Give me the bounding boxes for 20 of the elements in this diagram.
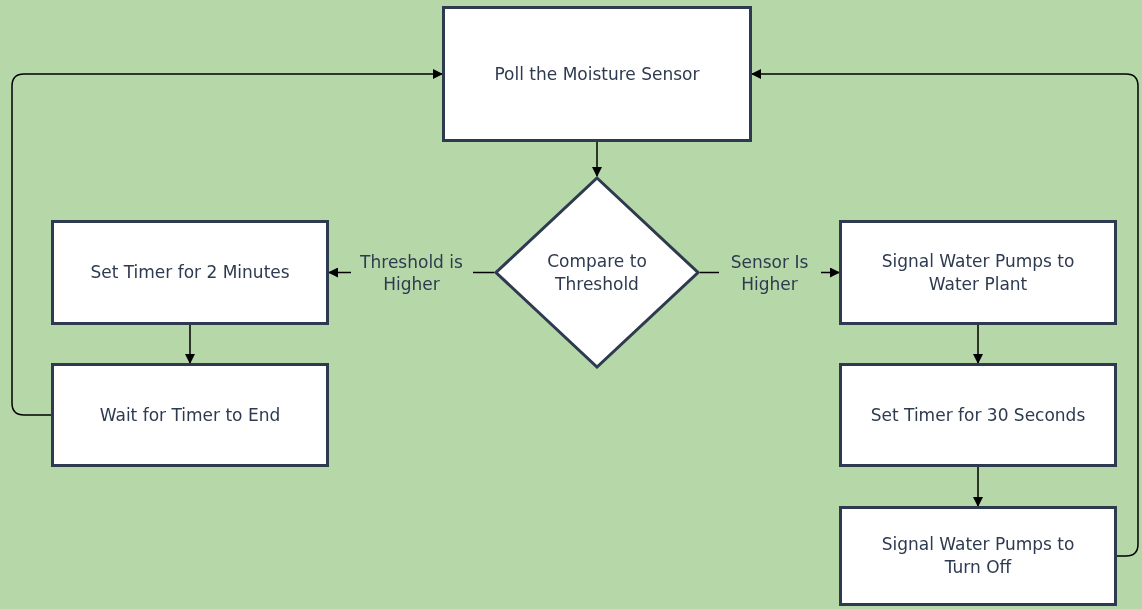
- arrow: [973, 466, 983, 507]
- process-box: [51, 220, 329, 325]
- node-text: Wait for Timer to End: [98, 403, 282, 427]
- node-text: Compare to Threshold: [546, 249, 648, 296]
- arrow: [973, 324, 983, 364]
- process-box: [839, 363, 1117, 467]
- node-text: Signal Water Pumps to Water Plant: [880, 249, 1076, 296]
- process-box: [442, 6, 752, 142]
- process-box: [51, 363, 329, 467]
- arrow: [185, 324, 195, 364]
- arrow: [592, 141, 602, 177]
- arrow: [751, 69, 1139, 557]
- node-text: Set Timer for 30 Seconds: [869, 403, 1087, 427]
- node-text: Set Timer for 2 Minutes: [89, 261, 291, 284]
- node-text: Poll the Moisture Sensor: [493, 62, 701, 86]
- decision-diamond: [494, 176, 700, 369]
- process-box: [839, 220, 1117, 325]
- process-box: [839, 506, 1117, 606]
- node-text: Signal Water Pumps to Turn Off: [880, 533, 1076, 579]
- arrow: [11, 69, 443, 416]
